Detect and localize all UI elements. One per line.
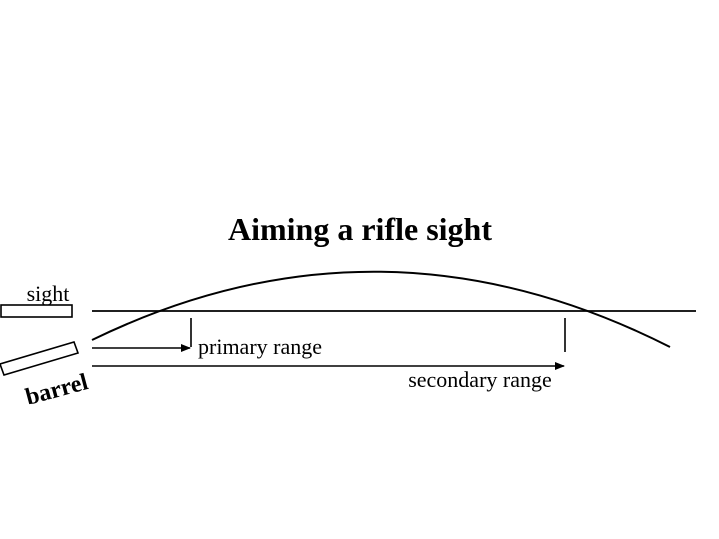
barrel-icon: [0, 341, 80, 376]
secondary-range-label: secondary range: [408, 367, 552, 392]
primary-range-label: primary range: [198, 334, 322, 359]
sight-icon: [0, 304, 73, 318]
sight-label: sight: [27, 281, 70, 306]
diagram-title: Aiming a rifle sight: [228, 211, 492, 247]
barrel-label: barrel: [23, 369, 91, 411]
bullet-trajectory: [91, 270, 671, 348]
